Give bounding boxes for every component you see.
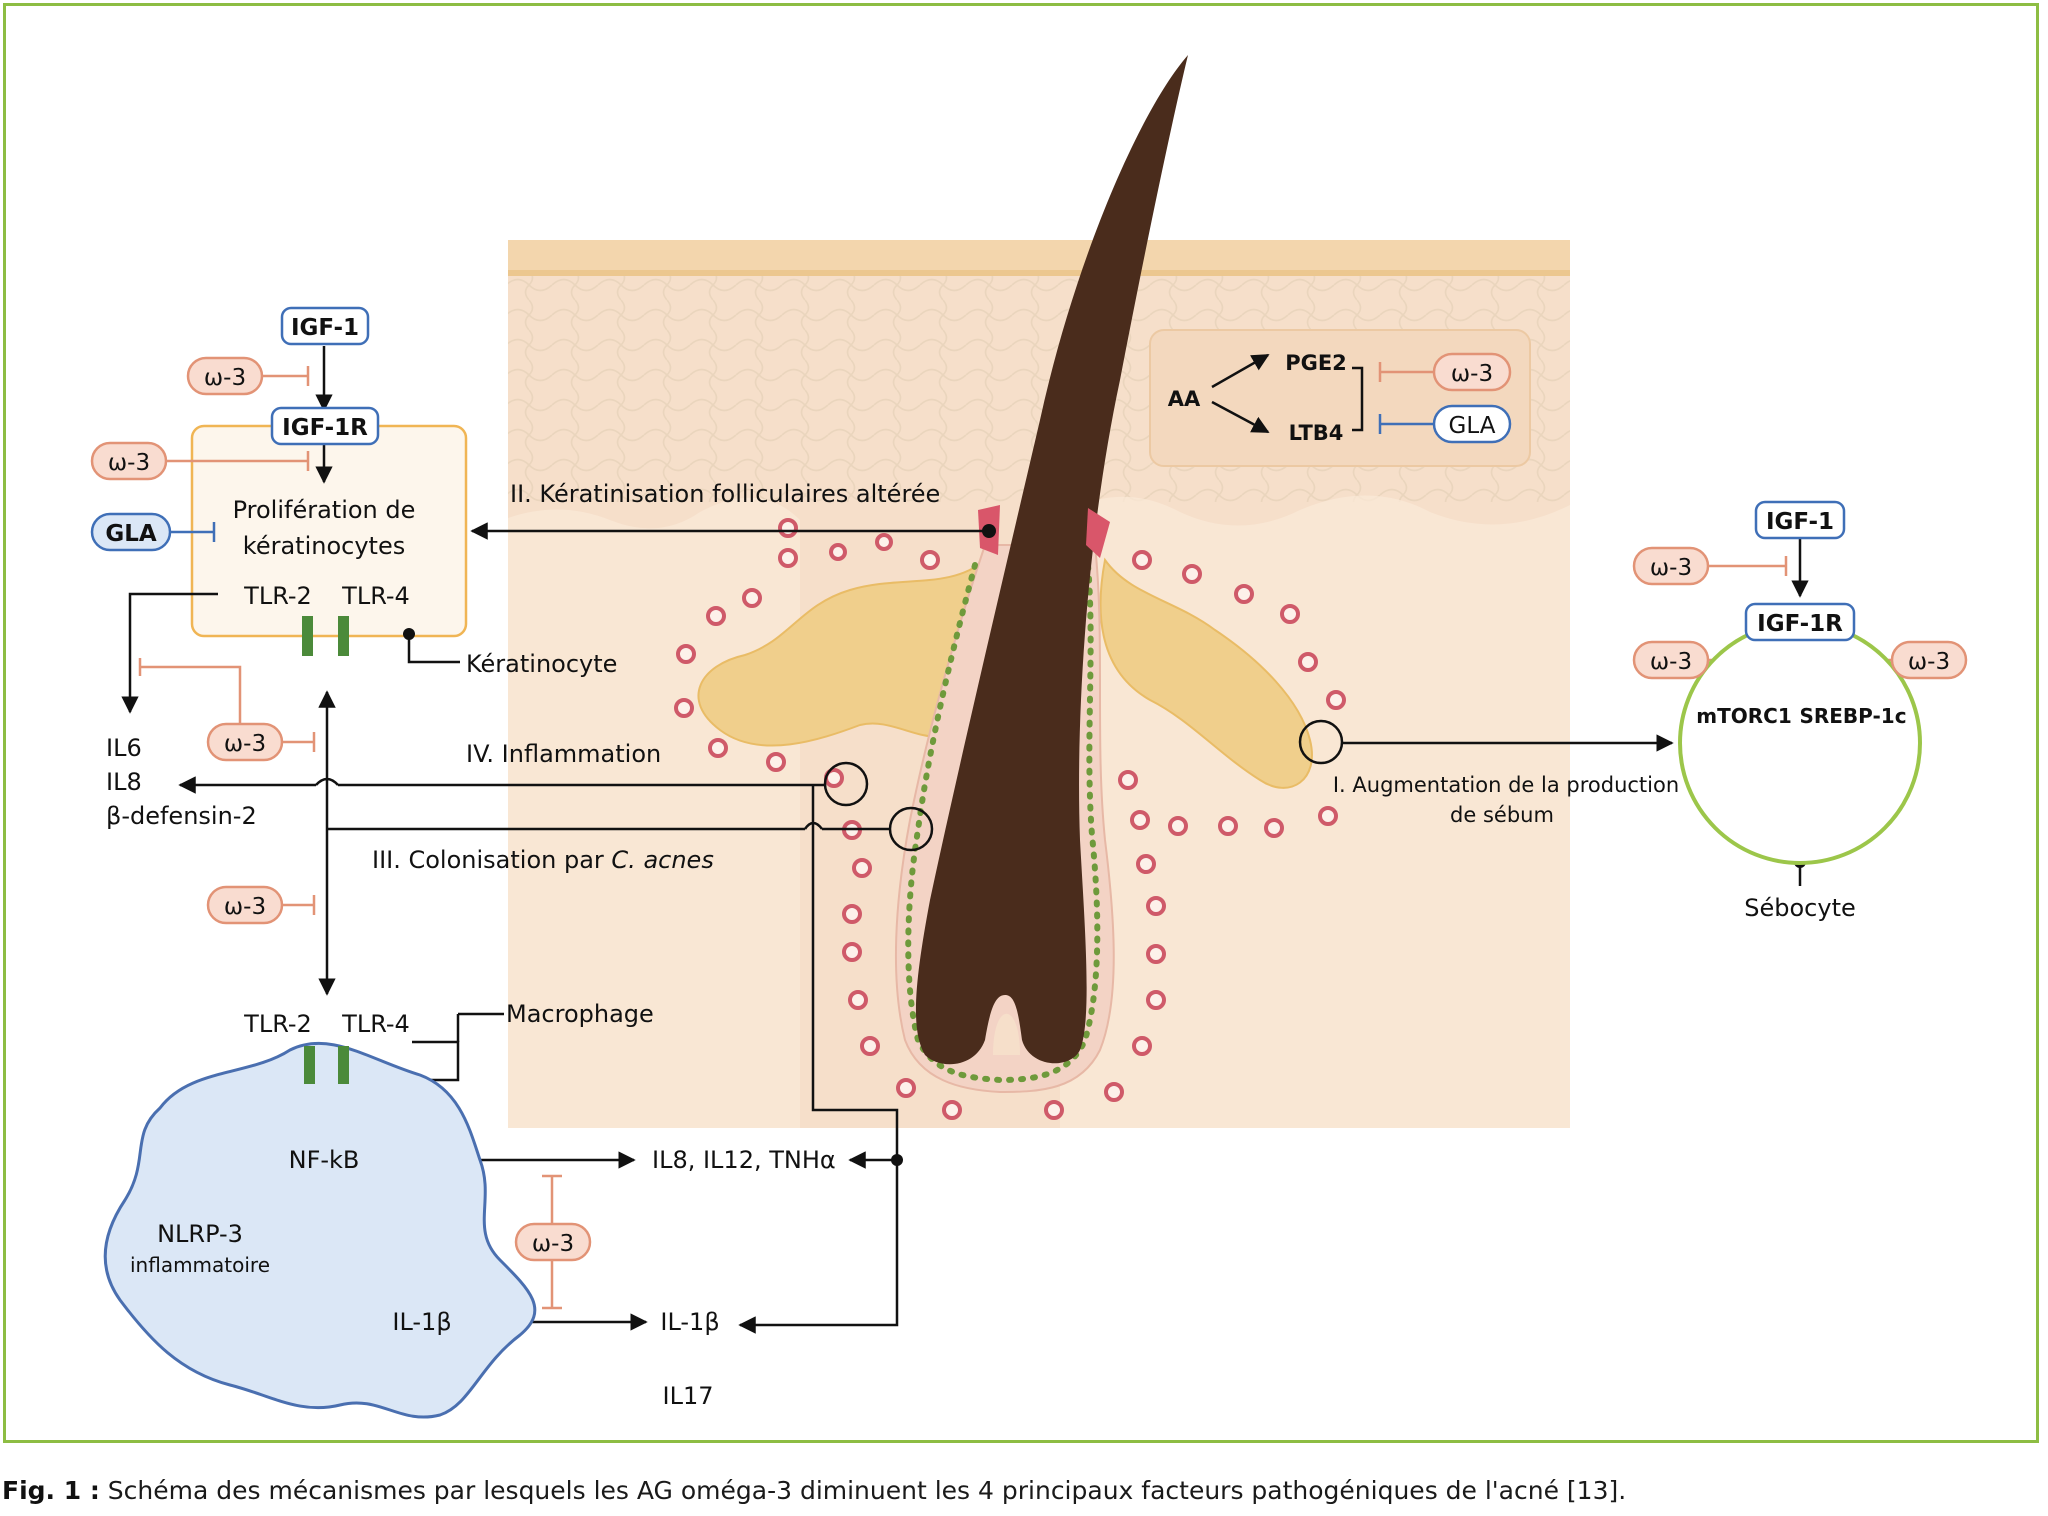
svg-text:IGF-1R: IGF-1R xyxy=(1757,611,1843,637)
keratinocyte-cell xyxy=(190,424,468,638)
macrophage-nlrp3-line1: NLRP-3 xyxy=(157,1220,243,1248)
sebocyte-cell-label: Sébocyte xyxy=(1744,894,1856,922)
keratinocyte-tlr2-label: TLR-2 xyxy=(243,582,312,610)
omega3-pill-srebp: ω-3 xyxy=(1890,640,1968,680)
macrophage-nfkb: NF-kB xyxy=(289,1146,360,1174)
macrophage-tlr2-receptor xyxy=(304,1046,315,1084)
sebaceous-gland-right xyxy=(1099,557,1313,789)
cytokine-il6: IL6 xyxy=(106,734,142,762)
omega3-pill-tlr: ω-3 xyxy=(206,885,284,925)
svg-text:IGF-1: IGF-1 xyxy=(1766,509,1834,535)
omega3-pill-il1b: ω-3 xyxy=(514,1222,592,1262)
keratinocyte-tlr2-receptor xyxy=(302,616,313,656)
caption-text: Schéma des mécanismes par lesquels les A… xyxy=(107,1476,1627,1505)
macrophage-tlr4-label: TLR-4 xyxy=(341,1010,410,1038)
svg-text:ω-3: ω-3 xyxy=(532,1231,574,1257)
sebocyte-srebp: SREBP-1c xyxy=(1799,704,1906,728)
caption-label: Fig. 1 : xyxy=(2,1476,100,1505)
sebocyte-igf1r-pill: IGF-1R xyxy=(1744,602,1856,642)
macrophage-cell-label: Macrophage xyxy=(506,1000,654,1028)
svg-text:ω-3: ω-3 xyxy=(1650,649,1692,675)
svg-text:ω-3: ω-3 xyxy=(204,365,246,391)
figure-frame xyxy=(3,3,2039,1443)
macrophage-tlr2-label: TLR-2 xyxy=(243,1010,312,1038)
acne-omega3-diagram: Prolifération de kératinocytes TLR-2 TLR… xyxy=(90,55,1968,1419)
svg-text:ω-3: ω-3 xyxy=(224,731,266,757)
svg-text:ω-3: ω-3 xyxy=(1451,361,1493,387)
omega3-pill-mtorc1: ω-3 xyxy=(1632,640,1710,680)
pathway-sebum-label-line2: de sébum xyxy=(1450,803,1554,827)
eicosanoid-gla-pill: GLA xyxy=(1432,404,1512,444)
sebocyte-mtorc1: mTORC1 xyxy=(1696,704,1791,728)
follicle-dots xyxy=(905,562,1101,1084)
keratinocyte-igf1-pill: IGF-1 xyxy=(280,306,370,346)
keratinocyte-tlr4-receptor xyxy=(338,616,349,656)
cytokine-beta-defensin: β-defensin-2 xyxy=(106,802,257,830)
svg-text:GLA: GLA xyxy=(105,521,157,547)
macrophage-tlr4-receptor xyxy=(338,1046,349,1084)
eicosanoid-ltb4: LTB4 xyxy=(1289,421,1344,445)
macrophage-il1b-outer: IL-1β xyxy=(660,1308,719,1336)
pathway-sebum-label-line1: I. Augmentation de la production xyxy=(1333,773,1679,797)
keratinocyte-tlr4-label: TLR-4 xyxy=(341,582,410,610)
omega3-pill-pge2: ω-3 xyxy=(1432,352,1512,392)
pathway-inflammation-label: IV. Inflammation xyxy=(466,740,661,768)
macrophage-cytokines: IL8, IL12, TNHα xyxy=(652,1146,836,1174)
keratinocyte-cell-label: Kératinocyte xyxy=(466,650,617,678)
omega3-pill-sebocyte-igf1: ω-3 xyxy=(1632,546,1710,586)
macrophage-cell xyxy=(103,1041,537,1419)
svg-text:ω-3: ω-3 xyxy=(1908,649,1950,675)
keratinocyte-proliferation-line2: kératinocytes xyxy=(243,532,405,560)
omega3-pill-igf1: ω-3 xyxy=(186,356,264,396)
svg-text:ω-3: ω-3 xyxy=(108,450,150,476)
pathway-keratinisation-label: II. Kératinisation folliculaires altérée xyxy=(510,480,940,508)
omega3-pill-igf1r: ω-3 xyxy=(90,441,168,481)
svg-text:ω-3: ω-3 xyxy=(224,894,266,920)
macrophage-il17: IL17 xyxy=(663,1382,714,1410)
eicosanoid-pge2: PGE2 xyxy=(1285,351,1347,375)
macrophage-il1b-inner: IL-1β xyxy=(392,1308,451,1336)
svg-text:ω-3: ω-3 xyxy=(1650,555,1692,581)
follicle-cells xyxy=(674,518,1346,1120)
sebocyte-cell xyxy=(1678,621,1922,865)
sebocyte-igf1-pill: IGF-1 xyxy=(1754,500,1846,540)
svg-text:IGF-1: IGF-1 xyxy=(291,315,359,341)
keratin-plug-right xyxy=(1086,508,1110,558)
hair-shaft xyxy=(915,55,1188,1065)
keratinocyte-proliferation-line1: Prolifération de xyxy=(233,496,416,524)
cytokine-il8: IL8 xyxy=(106,768,142,796)
svg-text:IGF-1R: IGF-1R xyxy=(282,415,368,441)
figure-caption: Fig. 1 : Schéma des mécanismes par lesqu… xyxy=(2,1476,1626,1505)
keratinocyte-gla-pill: GLA xyxy=(90,512,172,552)
svg-text:GLA: GLA xyxy=(1449,413,1496,439)
omega3-pill-cytokines: ω-3 xyxy=(206,722,284,762)
pathway-colonisation-label: III. Colonisation par C. acnes xyxy=(372,846,714,874)
eicosanoid-aa: AA xyxy=(1168,387,1201,411)
keratinocyte-igf1r-pill: IGF-1R xyxy=(270,406,380,446)
macrophage-nlrp3-line2: inflammatoire xyxy=(130,1253,270,1277)
